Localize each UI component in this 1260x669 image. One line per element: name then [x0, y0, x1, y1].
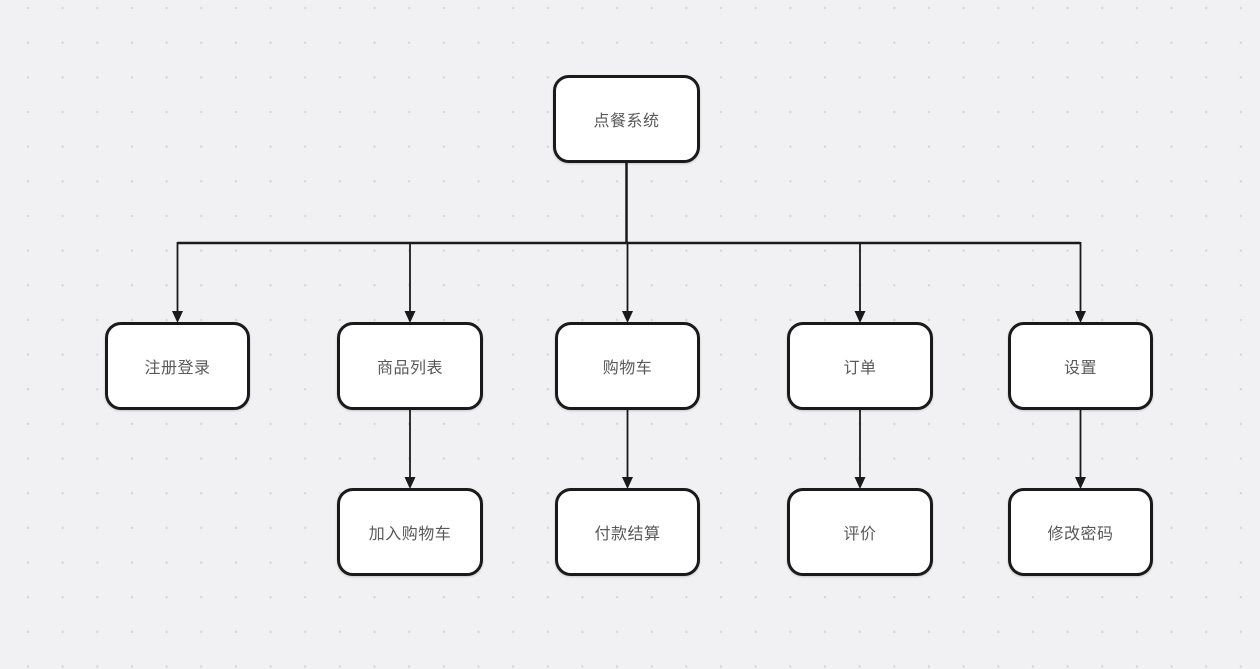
node-label: 设置 — [1063, 360, 1097, 377]
node-label: 修改密码 — [1047, 526, 1114, 543]
node-label: 注册登录 — [144, 360, 211, 377]
node-register-login[interactable]: 注册登录 — [105, 322, 250, 410]
node-label: 付款结算 — [594, 526, 661, 543]
node-label: 评价 — [843, 526, 877, 543]
node-change-password[interactable]: 修改密码 — [1008, 488, 1153, 576]
node-label: 商品列表 — [376, 360, 443, 377]
node-orders[interactable]: 订单 — [787, 322, 933, 410]
node-shopping-cart[interactable]: 购物车 — [555, 322, 700, 410]
node-root[interactable]: 点餐系统 — [553, 75, 700, 163]
node-product-list[interactable]: 商品列表 — [337, 322, 483, 410]
node-label: 加入购物车 — [368, 526, 452, 543]
node-label: 订单 — [843, 360, 877, 377]
node-add-to-cart[interactable]: 加入购物车 — [337, 488, 483, 576]
node-label: 点餐系统 — [593, 113, 660, 130]
node-review[interactable]: 评价 — [787, 488, 933, 576]
node-settings[interactable]: 设置 — [1008, 322, 1153, 410]
node-label: 购物车 — [602, 360, 653, 377]
node-payment-checkout[interactable]: 付款结算 — [555, 488, 700, 576]
